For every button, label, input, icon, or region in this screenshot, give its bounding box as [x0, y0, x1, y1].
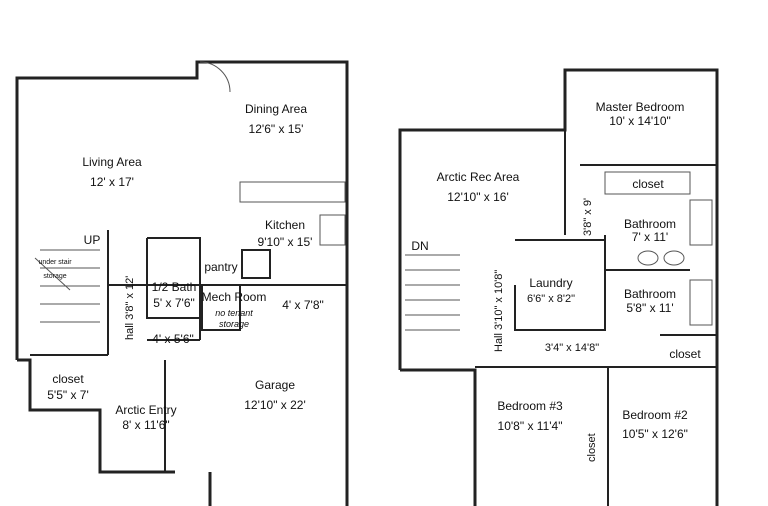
- closet-name: closet: [52, 372, 84, 386]
- closet-size: 5'5" x 7': [47, 388, 89, 402]
- mech-room-note-1: no tenant: [215, 308, 253, 318]
- upper-floor-walls: [398, 68, 719, 506]
- arctic-entry-size: 8' x 11'6": [122, 418, 170, 432]
- bedroom-3-name: Bedroom #3: [497, 399, 563, 413]
- main-floor-fixtures: [34, 61, 346, 323]
- master-bedroom-size: 10' x 14'10": [609, 114, 671, 128]
- arctic-entry-name: Arctic Entry: [115, 403, 177, 417]
- garage-name: Garage: [254, 378, 296, 392]
- rec-area-name: Arctic Rec Area: [436, 170, 520, 184]
- bathroom-2-size: 5'8" x 11': [626, 301, 674, 315]
- under-stair-storage-label: under stair storage: [38, 259, 72, 280]
- vertical-hall-size: 3'8" x 9': [582, 197, 594, 236]
- upper-hall-label: Hall 3'10" x 10'8": [493, 269, 505, 352]
- living-area-size: 12' x 17': [90, 175, 134, 189]
- bedroom-2-name: Bedroom #2: [622, 408, 688, 422]
- bedroom-3-closet-label: closet: [586, 433, 598, 462]
- mech-room-name: Mech Room: [201, 290, 267, 304]
- upper-hall-size: 3'4" x 14'8": [544, 342, 600, 354]
- laundry-size: 6'6" x 8'2": [526, 293, 576, 305]
- kitchen-name: Kitchen: [264, 218, 306, 232]
- stairs-down-label: DN: [411, 239, 429, 253]
- kitchen-size: 9'10" x 15': [257, 235, 313, 249]
- master-closet-label: closet: [632, 177, 664, 191]
- master-bedroom-name: Master Bedroom: [595, 100, 685, 114]
- hall-small-size: 4' x 5'6": [152, 332, 194, 346]
- upper-floor-fixtures: [405, 171, 713, 331]
- rec-area-size: 12'10" x 16': [447, 190, 509, 204]
- dining-area-name: Dining Area: [244, 102, 308, 116]
- half-bath-size: 5' x 7'6": [153, 296, 195, 310]
- pantry-label: pantry: [204, 260, 238, 274]
- bathroom-1-size: 7' x 11': [631, 230, 669, 244]
- bedroom-2-size: 10'5" x 12'6": [622, 427, 688, 441]
- hall-label: hall 3'8" x 12': [124, 275, 136, 340]
- stairs-up-label: UP: [83, 233, 101, 247]
- bathroom-2-name: Bathroom: [623, 287, 677, 301]
- half-bath-name: 1/2 Bath: [151, 280, 197, 294]
- upper-closet-label: closet: [669, 347, 701, 361]
- bedroom-3-size: 10'8" x 11'4": [497, 419, 563, 433]
- living-area-name: Living Area: [82, 155, 142, 169]
- laundry-name: Laundry: [529, 276, 573, 290]
- mech-room-note-2: storage: [218, 319, 250, 329]
- garage-size: 12'10" x 22': [244, 398, 306, 412]
- bathroom-1-name: Bathroom: [623, 217, 677, 231]
- dining-area-size: 12'6" x 15': [248, 122, 304, 136]
- mech-room-size: 4' x 7'8": [282, 298, 324, 312]
- main-floor-walls: [15, 60, 349, 506]
